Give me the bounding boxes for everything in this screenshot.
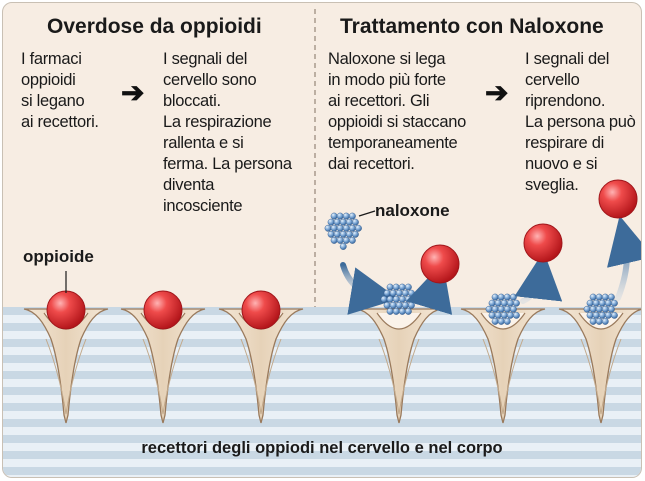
- receptor: [356, 308, 442, 424]
- motion-arrow-icon: [340, 262, 399, 315]
- diagram-scene: [3, 9, 641, 477]
- naloxone-molecule: [583, 293, 618, 325]
- naloxone-label-line: [358, 210, 376, 217]
- right-step1-text: Naloxone si lega in modo più forte ai re…: [328, 50, 467, 173]
- opioid-molecule: [523, 223, 563, 263]
- left-step2-text: I segnali del cervello sono bloccati. La…: [163, 50, 292, 215]
- right-step2-text: I segnali del cervello riprendono. La pe…: [525, 50, 636, 194]
- naloxone-molecule: [324, 212, 362, 250]
- figure-caption: recettori degli oppiodi nel cervello e n…: [141, 439, 503, 457]
- opioid-molecule: [598, 179, 638, 219]
- step-arrow-icon: ➔: [485, 77, 509, 108]
- naloxone-molecule: [485, 293, 520, 325]
- cell-membrane: [3, 307, 641, 477]
- motion-arrow-icon: [607, 215, 641, 301]
- opioid-molecule: [241, 290, 281, 330]
- motion-arrow-icon: [406, 262, 453, 315]
- step-arrow-icon: ➔: [121, 77, 145, 108]
- opioid-molecule: [143, 290, 183, 330]
- right-panel-title: Trattamento con Naloxone: [340, 15, 604, 38]
- motion-arrow-icon: [514, 251, 563, 304]
- left-step1-text: I farmaci oppioidi si legano ai recettor…: [21, 50, 99, 131]
- opioid-label: oppioide: [23, 247, 94, 266]
- opioid-molecule: [46, 290, 86, 330]
- opioid-molecule: [420, 244, 460, 284]
- left-panel-title: Overdose da oppioidi: [47, 15, 262, 38]
- naloxone-label: naloxone: [375, 201, 450, 220]
